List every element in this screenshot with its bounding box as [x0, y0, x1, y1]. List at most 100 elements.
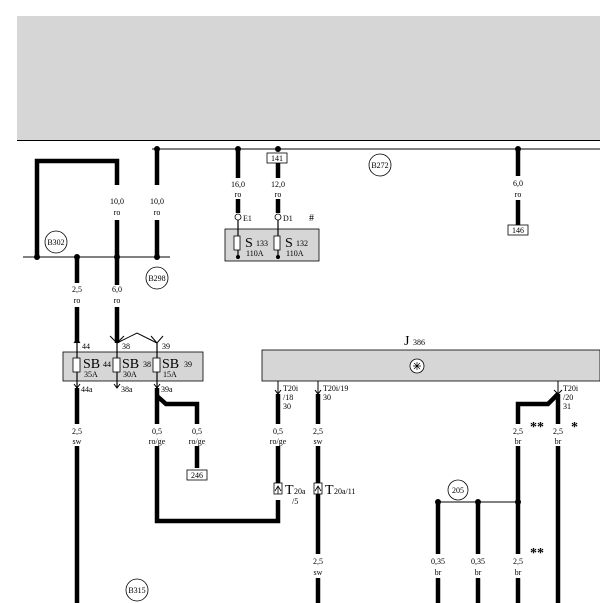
- conn3-a: T20i: [563, 384, 579, 393]
- w11-size: 0,5: [273, 427, 283, 436]
- w2-color: ro: [154, 208, 161, 217]
- out-38a: 38a: [121, 385, 133, 394]
- connector-t20a11-symbol: [313, 482, 323, 495]
- pin-44: 44: [82, 342, 90, 351]
- wire-left-loop: [34, 158, 120, 343]
- w1-size: 10,0: [110, 197, 124, 206]
- w4-size: 12,0: [271, 180, 285, 189]
- w12-size: 2,5: [313, 427, 323, 436]
- conn-146-text: 146: [512, 226, 524, 235]
- single-star: *: [571, 420, 578, 435]
- w1-color: ro: [114, 208, 121, 217]
- conn2-b: 30: [323, 393, 331, 402]
- fuse-s132-num: 132: [296, 239, 308, 248]
- ref-b272-text: B272: [371, 161, 388, 170]
- fuse-s133-name: S: [245, 236, 253, 251]
- pin-e1-label: E1: [243, 214, 252, 223]
- pin-38: 38: [122, 342, 130, 351]
- ref-circle-b315: B315: [125, 578, 149, 602]
- ref-b298-text: B298: [148, 274, 165, 283]
- conn1-a: T20i: [283, 384, 299, 393]
- fuse-sb38-amp: 30A: [123, 370, 137, 379]
- pin-d1-dot: [274, 213, 282, 221]
- ref-circle-b272: B272: [368, 153, 392, 177]
- pin-e1-dot: [234, 213, 242, 221]
- fuse-sb39-name: SB: [162, 357, 179, 372]
- fuse-sb39-amp: 15A: [163, 370, 177, 379]
- w3-size: 16,0: [231, 180, 245, 189]
- w9-color: ro/ge: [149, 437, 166, 446]
- ref-circle-b302: B302: [44, 230, 68, 254]
- w16-color: br: [435, 568, 442, 577]
- w3-color: ro: [235, 190, 242, 199]
- w5-size: 6,0: [513, 179, 523, 188]
- fuse-s132-name: S: [285, 236, 293, 251]
- w8-color: sw: [73, 437, 82, 446]
- w9-size: 0,5: [152, 427, 162, 436]
- t20a5-main: T: [285, 483, 294, 498]
- header-area: [17, 16, 600, 141]
- fuse-sb39-num: 39: [184, 360, 192, 369]
- hash-mark: #: [309, 213, 314, 224]
- connector-box-141: 141: [266, 152, 288, 164]
- bus-line: [152, 146, 600, 152]
- fuse-sb44-amp: 35A: [84, 370, 98, 379]
- fuse-s132-amp: 110A: [286, 249, 304, 258]
- ref-circle-b298: B298: [145, 266, 169, 290]
- fuse-s133-amp: 110A: [246, 249, 264, 258]
- w8-size: 2,5: [72, 427, 82, 436]
- ref-b302-text: B302: [47, 238, 64, 247]
- t20a5-pin: /5: [292, 497, 298, 506]
- junction-205: [435, 479, 521, 505]
- fuse-sb38-name: SB: [122, 357, 139, 372]
- t20a11-main: T: [325, 483, 334, 498]
- module-j386: [261, 349, 600, 382]
- w10-color: ro/ge: [189, 437, 206, 446]
- wire-9-loop: [154, 446, 281, 524]
- w11-color: ro/ge: [270, 437, 287, 446]
- conn3-c: 31: [563, 402, 571, 411]
- w6-size: 2,5: [72, 285, 82, 294]
- conn1-b: /18: [283, 393, 293, 402]
- wire-13-top: [515, 392, 560, 424]
- fuse-box-s: [224, 220, 320, 262]
- conn3-b: /20: [563, 393, 573, 402]
- w15-color: sw: [314, 568, 323, 577]
- w17-size: 0,35: [471, 557, 485, 566]
- w6-color: ro: [74, 296, 81, 305]
- pin-d1-label: D1: [283, 214, 293, 223]
- double-star-2: **: [530, 546, 544, 561]
- fuse-box-sb: [62, 343, 204, 388]
- w5-color: ro: [515, 190, 522, 199]
- fuse-s133-num: 133: [256, 239, 268, 248]
- conn-141-text: 141: [271, 154, 283, 163]
- w7-label-gap: [110, 285, 124, 307]
- module-num: 386: [413, 338, 425, 347]
- t20a5-sub: 20a: [294, 487, 306, 496]
- w7-color: ro: [114, 296, 121, 305]
- module-name: J: [404, 334, 410, 349]
- fuse-sb44-name: SB: [83, 357, 100, 372]
- w7-size: 6,0: [112, 285, 122, 294]
- connector-t20a5-symbol: [273, 482, 283, 495]
- wire-10-top: [155, 394, 200, 424]
- w13-color: br: [515, 437, 522, 446]
- w2-size: 10,0: [150, 197, 164, 206]
- w15-size: 2,5: [313, 557, 323, 566]
- ref-205-text: 205: [452, 486, 464, 495]
- conn-246-text: 246: [191, 471, 203, 480]
- w10-size: 0,5: [192, 427, 202, 436]
- connector-box-246: 246: [186, 469, 208, 481]
- w14-size: 2,5: [553, 427, 563, 436]
- junction-line: [23, 254, 170, 260]
- out-44a: 44a: [81, 385, 93, 394]
- w18-size: 2,5: [513, 557, 523, 566]
- fuse-sb38-num: 38: [143, 360, 151, 369]
- w13-size: 2,5: [513, 427, 523, 436]
- fuse-sb44-num: 44: [103, 360, 111, 369]
- double-star-1: **: [530, 420, 544, 435]
- w4-color: ro: [275, 190, 282, 199]
- conn2-a: T20i/19: [323, 384, 348, 393]
- t20a11-sub: 20a/11: [334, 487, 355, 496]
